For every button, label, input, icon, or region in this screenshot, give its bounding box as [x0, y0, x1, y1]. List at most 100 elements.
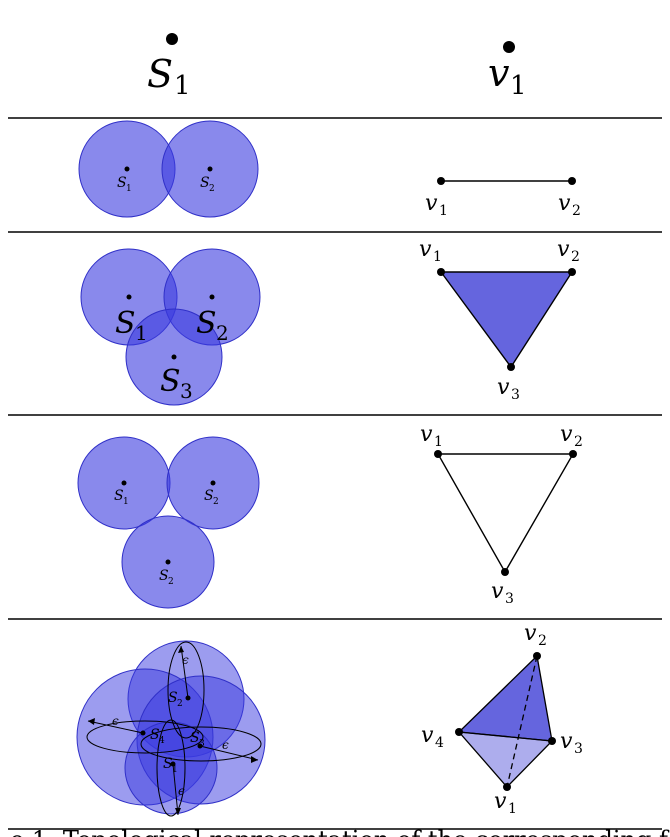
header-left-base: S	[147, 52, 173, 96]
label-v-sub: 2	[572, 203, 581, 219]
vertex	[503, 783, 511, 791]
label-s-base: S	[160, 364, 181, 399]
arrow-head	[88, 718, 95, 725]
label-v-sub: 3	[574, 741, 583, 757]
ball-center	[185, 695, 191, 701]
caption-fragment: e 1: Topological representation of the c…	[10, 826, 670, 837]
tetra-face-top	[457, 654, 553, 742]
ball-center	[140, 730, 146, 736]
label-s-base: S	[168, 690, 178, 706]
epsilon-label: ϵ	[182, 653, 189, 667]
label-v-sub: 3	[511, 387, 520, 403]
vertex	[548, 737, 556, 745]
label-v-base: v	[497, 375, 510, 400]
label-s-sub: 4	[159, 736, 165, 746]
label-v-base: v	[419, 237, 432, 262]
row2-disks: S 1 S 2 S 3	[80, 248, 261, 406]
vertex	[507, 363, 515, 371]
disk-center	[207, 166, 213, 172]
label-s-base: S	[190, 730, 200, 746]
epsilon-label: ϵ	[222, 738, 229, 752]
vertex	[501, 568, 509, 576]
vertex	[568, 268, 576, 276]
label-v-base: v	[494, 789, 507, 814]
hidden-edge	[506, 655, 538, 788]
label-v-base: v	[557, 237, 570, 262]
ball-equator	[140, 726, 262, 762]
vertex	[437, 177, 445, 185]
label-s-sub: 1	[172, 765, 178, 775]
label-v-sub: 4	[435, 735, 444, 751]
radius-arrow	[199, 745, 259, 761]
disk-center	[126, 294, 132, 300]
label-s-base: S	[114, 488, 124, 504]
label-v-sub: 1	[439, 203, 448, 219]
label-v-base: v	[560, 422, 573, 447]
vertex	[569, 450, 577, 458]
label-v-sub: 2	[538, 633, 547, 649]
label-v-sub: 1	[433, 249, 442, 265]
point-v1	[503, 41, 515, 53]
arrow-head	[178, 646, 184, 653]
radius-arrow	[172, 763, 179, 816]
label-s-base: S	[200, 175, 210, 191]
epsilon-label: ϵ	[178, 784, 185, 798]
label-v-sub: 2	[574, 434, 583, 450]
ball-equator	[167, 641, 205, 739]
label-s-sub: 2	[177, 699, 183, 709]
disk-center	[121, 480, 127, 486]
arrow-head	[251, 756, 258, 763]
label-s-sub: 1	[126, 184, 132, 194]
ball-center	[197, 743, 203, 749]
row4-balls: S 2 S 4 S 3 S 1 ϵ ϵ ϵ ϵ	[76, 640, 266, 817]
row3-complex: v 1 v 2 v 3	[420, 422, 583, 607]
label-s-sub: 2	[216, 321, 229, 345]
row1-disks: S 1 S 2	[78, 120, 259, 218]
tetra-face-bottom	[457, 731, 554, 788]
ball-center	[170, 761, 176, 767]
row4-complex: v 2 v 4 v 3 v 1	[421, 621, 583, 817]
disk-center	[210, 480, 216, 486]
disk-center	[165, 559, 171, 565]
arrow-head	[175, 808, 181, 815]
label-v-sub: 1	[434, 434, 443, 450]
label-v-base: v	[491, 579, 504, 604]
header-right: v 1	[488, 41, 527, 101]
label-s-base: S	[163, 756, 173, 772]
label-s-base: S	[117, 175, 127, 191]
ball	[124, 721, 218, 815]
radius-arrow	[180, 645, 189, 699]
header-left-sub: 1	[174, 71, 191, 101]
header-right-sub: 1	[510, 71, 527, 101]
epsilon-label: ϵ	[112, 714, 119, 728]
label-v-sub: 3	[505, 591, 514, 607]
label-s-sub: 2	[213, 497, 219, 507]
label-s-base: S	[159, 568, 169, 584]
label-s-base: S	[204, 488, 214, 504]
row2-complex: v 1 v 2 v 3	[419, 237, 580, 403]
label-v-base: v	[524, 621, 537, 646]
vertex	[434, 450, 442, 458]
radius-arrow	[87, 720, 144, 734]
label-s-sub: 1	[123, 497, 129, 507]
label-s-base: S	[115, 306, 136, 341]
vertex	[533, 652, 541, 660]
label-s-sub: 3	[199, 739, 205, 749]
label-v-base: v	[421, 723, 434, 748]
label-v-base: v	[420, 422, 433, 447]
disk-center	[124, 166, 130, 172]
label-v-sub: 1	[508, 801, 517, 817]
vertex	[568, 177, 576, 185]
label-s-base: S	[196, 306, 217, 341]
label-s-sub: 1	[135, 321, 148, 345]
row3-disks: S 1 S 2 S 2	[77, 436, 260, 609]
ball-equator	[156, 719, 186, 817]
label-s-sub: 2	[209, 184, 215, 194]
header-left: S 1	[147, 33, 191, 101]
vertex	[437, 268, 445, 276]
label-s-base: S	[150, 727, 160, 743]
label-v-base: v	[558, 191, 571, 216]
header-right-base: v	[488, 51, 510, 95]
disk-center	[171, 354, 177, 360]
